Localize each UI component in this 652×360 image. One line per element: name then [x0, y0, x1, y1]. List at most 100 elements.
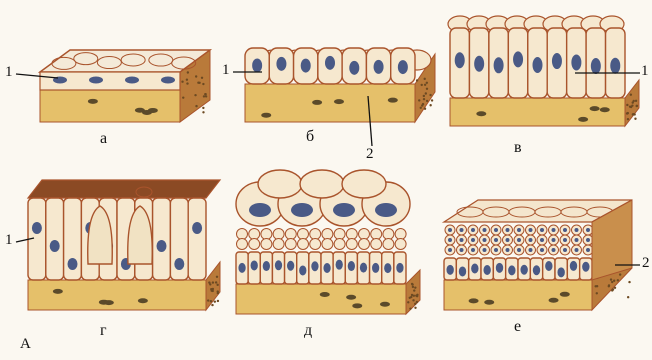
b-nucleus [301, 59, 311, 73]
d-middle-cell [273, 229, 284, 240]
e-fibroblast [560, 292, 570, 297]
e-polygonal-nucleus [586, 238, 590, 242]
e-polygonal-nucleus [448, 238, 452, 242]
a-fibroblast [135, 108, 145, 113]
b-side-dot [420, 107, 422, 109]
panel-d-transitional [236, 170, 420, 314]
d-umbrella-nucleus [249, 203, 271, 217]
e-polygonal-nucleus [471, 248, 475, 252]
callout-v-1: 1 [641, 63, 649, 80]
d-fibroblast [352, 303, 362, 308]
e-polygonal-nucleus [483, 248, 487, 252]
a-side-dot [182, 96, 184, 98]
d-middle-cell [249, 239, 260, 250]
d-basal-nucleus [311, 261, 318, 271]
g-side-dot [214, 300, 216, 302]
e-basal-nucleus [508, 265, 515, 275]
a-side-dot [201, 77, 203, 79]
b-side-dot [431, 99, 433, 101]
e-polygonal-nucleus [540, 238, 544, 242]
a-side-dot [186, 78, 188, 80]
e-side-dot [594, 285, 596, 287]
d-basal-nucleus [263, 261, 270, 271]
b-side-dot [421, 84, 423, 86]
e-polygonal-nucleus [517, 238, 521, 242]
a-side-dot [204, 93, 206, 95]
e-polygonal-nucleus [540, 228, 544, 232]
b-side-dot [424, 108, 426, 110]
b-nucleus [276, 57, 286, 71]
b-side-dot [416, 79, 418, 81]
e-side-dot [612, 288, 614, 290]
e-polygonal-nucleus [460, 238, 464, 242]
figure-corner-label: А [20, 336, 31, 353]
v-side-dot [630, 106, 632, 108]
g-side-dot [209, 283, 211, 285]
e-basal-nucleus [545, 261, 552, 271]
callout-b-2: 2 [366, 146, 374, 163]
d-basal-nucleus [287, 261, 294, 271]
v-nucleus [591, 58, 601, 74]
e-polygonal-nucleus [575, 228, 579, 232]
d-fibroblast [380, 302, 390, 307]
panel-letter-e: е [514, 318, 521, 336]
v-side-dot [634, 118, 636, 120]
g-nucleus [50, 240, 60, 252]
d-basal-nucleus [384, 263, 391, 273]
e-side-dot [617, 279, 619, 281]
d-middle-cell [298, 229, 309, 240]
d-middle-cell [273, 239, 284, 250]
d-side-dot [412, 299, 414, 301]
e-polygonal-nucleus [517, 248, 521, 252]
d-umbrella-nucleus [333, 203, 355, 217]
d-surface-cell [300, 170, 344, 198]
a-side-dot [202, 83, 204, 85]
a-nucleus [89, 77, 103, 84]
a-nucleus [161, 77, 175, 84]
e-polygonal-nucleus [517, 228, 521, 232]
g-cell [188, 198, 206, 280]
v-fibroblast [476, 111, 486, 116]
e-polygonal-nucleus [575, 238, 579, 242]
d-side-dot [416, 301, 418, 303]
a-side-dot [202, 111, 204, 113]
a-side-dot [197, 82, 199, 84]
a-side-dot [186, 82, 188, 84]
e-polygonal-nucleus [460, 228, 464, 232]
d-middle-cell [371, 229, 382, 240]
d-side-dot [413, 289, 415, 291]
v-nucleus [455, 52, 465, 68]
e-side-dot [611, 281, 613, 283]
e-tissue [444, 280, 592, 310]
g-fibroblast [53, 289, 63, 294]
d-middle-cell [237, 229, 248, 240]
a-side-dot [194, 94, 196, 96]
b-nucleus [325, 56, 335, 70]
v-nucleus [494, 57, 504, 73]
e-polygonal-nucleus [529, 248, 533, 252]
g-side-dot [217, 300, 219, 302]
g-goblet-opening [136, 187, 152, 197]
v-nucleus [610, 58, 620, 74]
panel-letter-b: б [306, 128, 314, 146]
d-middle-cell [334, 239, 345, 250]
callout-g-1: 1 [5, 232, 13, 249]
d-middle-cell [395, 239, 406, 250]
e-side-dot [596, 292, 598, 294]
e-side-dot [613, 280, 615, 282]
g-nucleus [192, 222, 202, 234]
a-nucleus [125, 77, 139, 84]
v-nucleus [571, 54, 581, 70]
d-middle-cell [383, 239, 394, 250]
d-middle-cell [285, 239, 296, 250]
g-side-dot [210, 300, 212, 302]
d-side-dot [411, 283, 413, 285]
v-nucleus [474, 56, 484, 72]
panel-g-pseudostratified [28, 180, 220, 310]
e-polygonal-nucleus [552, 248, 556, 252]
d-basal-nucleus [251, 260, 258, 270]
v-side-dot [633, 100, 635, 102]
panel-e-stratified [444, 200, 632, 310]
d-middle-cell [359, 239, 370, 250]
